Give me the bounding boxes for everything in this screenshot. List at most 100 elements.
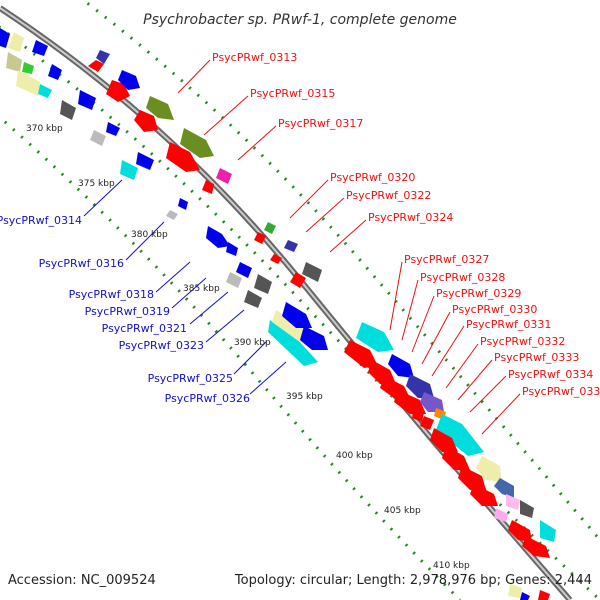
gene-feature[interactable]: [476, 456, 502, 482]
gene-feature[interactable]: [22, 62, 34, 74]
gene-feature[interactable]: [412, 408, 424, 422]
gene-feature[interactable]: [436, 414, 484, 456]
gene-feature[interactable]: [48, 64, 62, 80]
gene-feature[interactable]: [406, 374, 434, 398]
gene-label[interactable]: PsycPRwf_0335: [522, 385, 600, 398]
gene-label[interactable]: PsycPRwf_0331: [466, 318, 551, 331]
scale-tick-label: 405 kbp: [384, 506, 421, 516]
gene-feature[interactable]: [520, 500, 534, 518]
gene-feature[interactable]: [442, 446, 470, 470]
gene-feature[interactable]: [508, 584, 522, 598]
gene-label[interactable]: PsycPRwf_0316: [39, 257, 124, 270]
gene-feature[interactable]: [264, 222, 276, 234]
gene-feature[interactable]: [6, 52, 22, 72]
gene-label[interactable]: PsycPRwf_0324: [368, 211, 453, 224]
gene-label[interactable]: PsycPRwf_0328: [420, 271, 505, 284]
gene-feature[interactable]: [494, 478, 514, 498]
gene-feature[interactable]: [282, 302, 312, 328]
gene-feature[interactable]: [254, 232, 266, 244]
gene-feature[interactable]: [166, 142, 200, 172]
gene-feature[interactable]: [494, 508, 508, 522]
scale-tick-label: 370 kbp: [26, 124, 63, 134]
scale-tick-label: 380 kbp: [131, 230, 168, 240]
gene-feature[interactable]: [254, 274, 272, 294]
gene-feature[interactable]: [78, 90, 96, 110]
gene-label[interactable]: PsycPRwf_0333: [494, 351, 579, 364]
gene-feature[interactable]: [420, 392, 444, 412]
gene-feature[interactable]: [506, 494, 520, 510]
gene-feature[interactable]: [146, 96, 174, 120]
gene-label[interactable]: PsycPRwf_0313: [212, 51, 297, 64]
gene-feature[interactable]: [458, 466, 486, 490]
gene-feature[interactable]: [206, 226, 230, 248]
gene-feature[interactable]: [120, 160, 138, 180]
gene-feature[interactable]: [302, 262, 322, 282]
scale-tick-label: 400 kbp: [336, 451, 373, 461]
forward-leader-lines: [177, 59, 521, 435]
gene-label[interactable]: PsycPRwf_0314: [0, 214, 82, 227]
gene-feature[interactable]: [522, 536, 550, 558]
gene-feature[interactable]: [300, 326, 328, 350]
gene-label[interactable]: PsycPRwf_0323: [119, 339, 204, 352]
gene-feature[interactable]: [16, 70, 40, 96]
gene-feature[interactable]: [420, 416, 434, 430]
gene-feature[interactable]: [430, 428, 458, 452]
partial-features-bottom: [508, 584, 550, 600]
reverse-strand-features: [0, 28, 328, 366]
gene-label[interactable]: PsycPRwf_0319: [85, 305, 170, 318]
gene-feature[interactable]: [118, 70, 140, 90]
gene-feature[interactable]: [90, 130, 106, 146]
gene-feature[interactable]: [388, 354, 414, 378]
gene-feature[interactable]: [96, 50, 110, 64]
gene-feature[interactable]: [38, 84, 52, 98]
gene-feature[interactable]: [268, 320, 318, 366]
accession-text: Accession: NC_009524: [8, 573, 156, 588]
gene-feature[interactable]: [32, 40, 48, 56]
gene-feature[interactable]: [202, 180, 214, 194]
gene-feature[interactable]: [178, 198, 188, 210]
gene-feature[interactable]: [180, 128, 214, 158]
gene-feature[interactable]: [356, 322, 394, 352]
gene-label[interactable]: PsycPRwf_0320: [330, 171, 415, 184]
gene-feature[interactable]: [134, 110, 158, 132]
gene-feature[interactable]: [236, 262, 252, 278]
gene-feature[interactable]: [368, 360, 396, 384]
gene-label[interactable]: PsycPRwf_0322: [346, 189, 431, 202]
gene-feature[interactable]: [136, 152, 154, 170]
gene-feature[interactable]: [166, 210, 178, 220]
gene-feature[interactable]: [226, 272, 242, 288]
scale-tick-label: 385 kbp: [183, 284, 220, 294]
gene-feature[interactable]: [226, 242, 238, 256]
gene-feature[interactable]: [394, 390, 426, 414]
gene-feature[interactable]: [344, 340, 378, 368]
gene-feature[interactable]: [244, 290, 262, 308]
gene-label[interactable]: PsycPRwf_0317: [278, 117, 363, 130]
gene-label[interactable]: PsycPRwf_0330: [452, 303, 537, 316]
gene-feature[interactable]: [0, 28, 10, 48]
gene-feature[interactable]: [290, 272, 306, 288]
gene-label[interactable]: PsycPRwf_0326: [165, 392, 250, 405]
gene-label[interactable]: PsycPRwf_0327: [404, 253, 489, 266]
gene-feature[interactable]: [284, 240, 298, 252]
scale-tick-label: 410 kbp: [433, 561, 470, 571]
scale-tick-label: 395 kbp: [286, 392, 323, 402]
gene-label[interactable]: PsycPRwf_0329: [436, 287, 521, 300]
gene-label[interactable]: PsycPRwf_0332: [480, 335, 565, 348]
gene-label[interactable]: PsycPRwf_0318: [69, 288, 154, 301]
gene-feature[interactable]: [540, 520, 556, 542]
gene-feature[interactable]: [88, 60, 104, 72]
gene-label[interactable]: PsycPRwf_0315: [250, 87, 335, 100]
gene-feature[interactable]: [60, 100, 76, 120]
gene-label[interactable]: PsycPRwf_0321: [102, 322, 187, 335]
gene-feature[interactable]: [8, 32, 24, 52]
gene-feature[interactable]: [216, 168, 232, 184]
gene-label[interactable]: PsycPRwf_0325: [148, 372, 233, 385]
gene-feature[interactable]: [520, 592, 530, 600]
gene-feature[interactable]: [470, 484, 498, 506]
gene-feature[interactable]: [538, 590, 550, 600]
gene-feature[interactable]: [106, 122, 120, 136]
gene-label[interactable]: PsycPRwf_0334: [508, 368, 593, 381]
gene-feature[interactable]: [270, 254, 282, 264]
outer-guide-line: [0, 25, 600, 600]
